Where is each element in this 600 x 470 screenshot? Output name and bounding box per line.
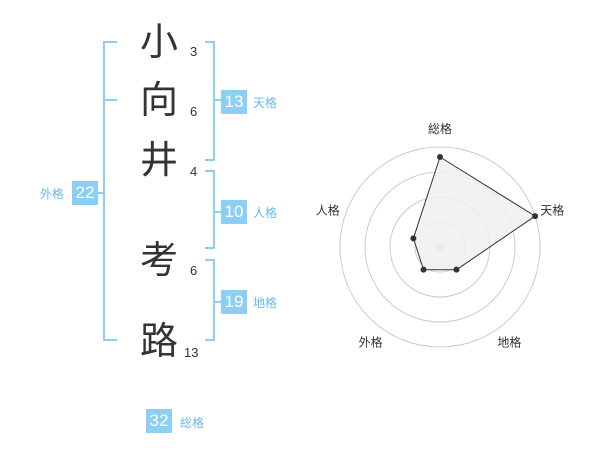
radar-axis-label-2: 天格 xyxy=(540,203,564,218)
radar-polygon xyxy=(412,156,537,271)
radar-point-2 xyxy=(532,213,539,220)
jinkaku-bracket xyxy=(205,170,215,249)
chikaku-bracket xyxy=(205,259,215,341)
stroke-count-1: 3 xyxy=(190,44,198,59)
radar-point-3 xyxy=(453,266,460,273)
gaikaku-bracket xyxy=(103,41,117,341)
radar-axis-label-3: 地格 xyxy=(497,335,521,350)
radar-point-1 xyxy=(437,154,443,160)
radar-ring-4 xyxy=(339,146,541,348)
radar-axis-label-1: 総格 xyxy=(428,121,452,136)
jinkaku-label: 人格 xyxy=(253,206,278,220)
gaikaku-value-badge: 22 xyxy=(72,181,98,205)
radar-point-4 xyxy=(420,266,427,273)
tenkaku-label: 天格 xyxy=(253,96,278,110)
jinkaku-value-badge: 10 xyxy=(221,200,247,224)
soukaku-value-badge: 32 xyxy=(146,409,172,433)
name-char-2: 向 xyxy=(139,78,178,122)
name-char-3: 井 xyxy=(139,138,178,182)
chikaku-value-badge: 19 xyxy=(221,290,247,314)
stroke-count-2: 6 xyxy=(190,104,198,119)
name-char-1: 小 xyxy=(139,20,178,64)
gaikaku-label: 外格 xyxy=(40,187,65,201)
stroke-count-3: 4 xyxy=(190,164,198,179)
radar-axis-label-4: 外格 xyxy=(359,335,383,350)
name-char-5: 路 xyxy=(139,319,178,363)
radar-point-5 xyxy=(410,235,417,242)
chikaku-label: 地格 xyxy=(253,296,278,310)
tenkaku-value-badge: 13 xyxy=(221,90,247,114)
stroke-count-5: 13 xyxy=(184,345,199,360)
radar-axis-label-5: 人格 xyxy=(316,203,340,218)
soukaku-label: 総格 xyxy=(180,416,205,430)
stroke-count-4: 6 xyxy=(190,263,198,278)
name-char-4: 考 xyxy=(139,238,178,282)
